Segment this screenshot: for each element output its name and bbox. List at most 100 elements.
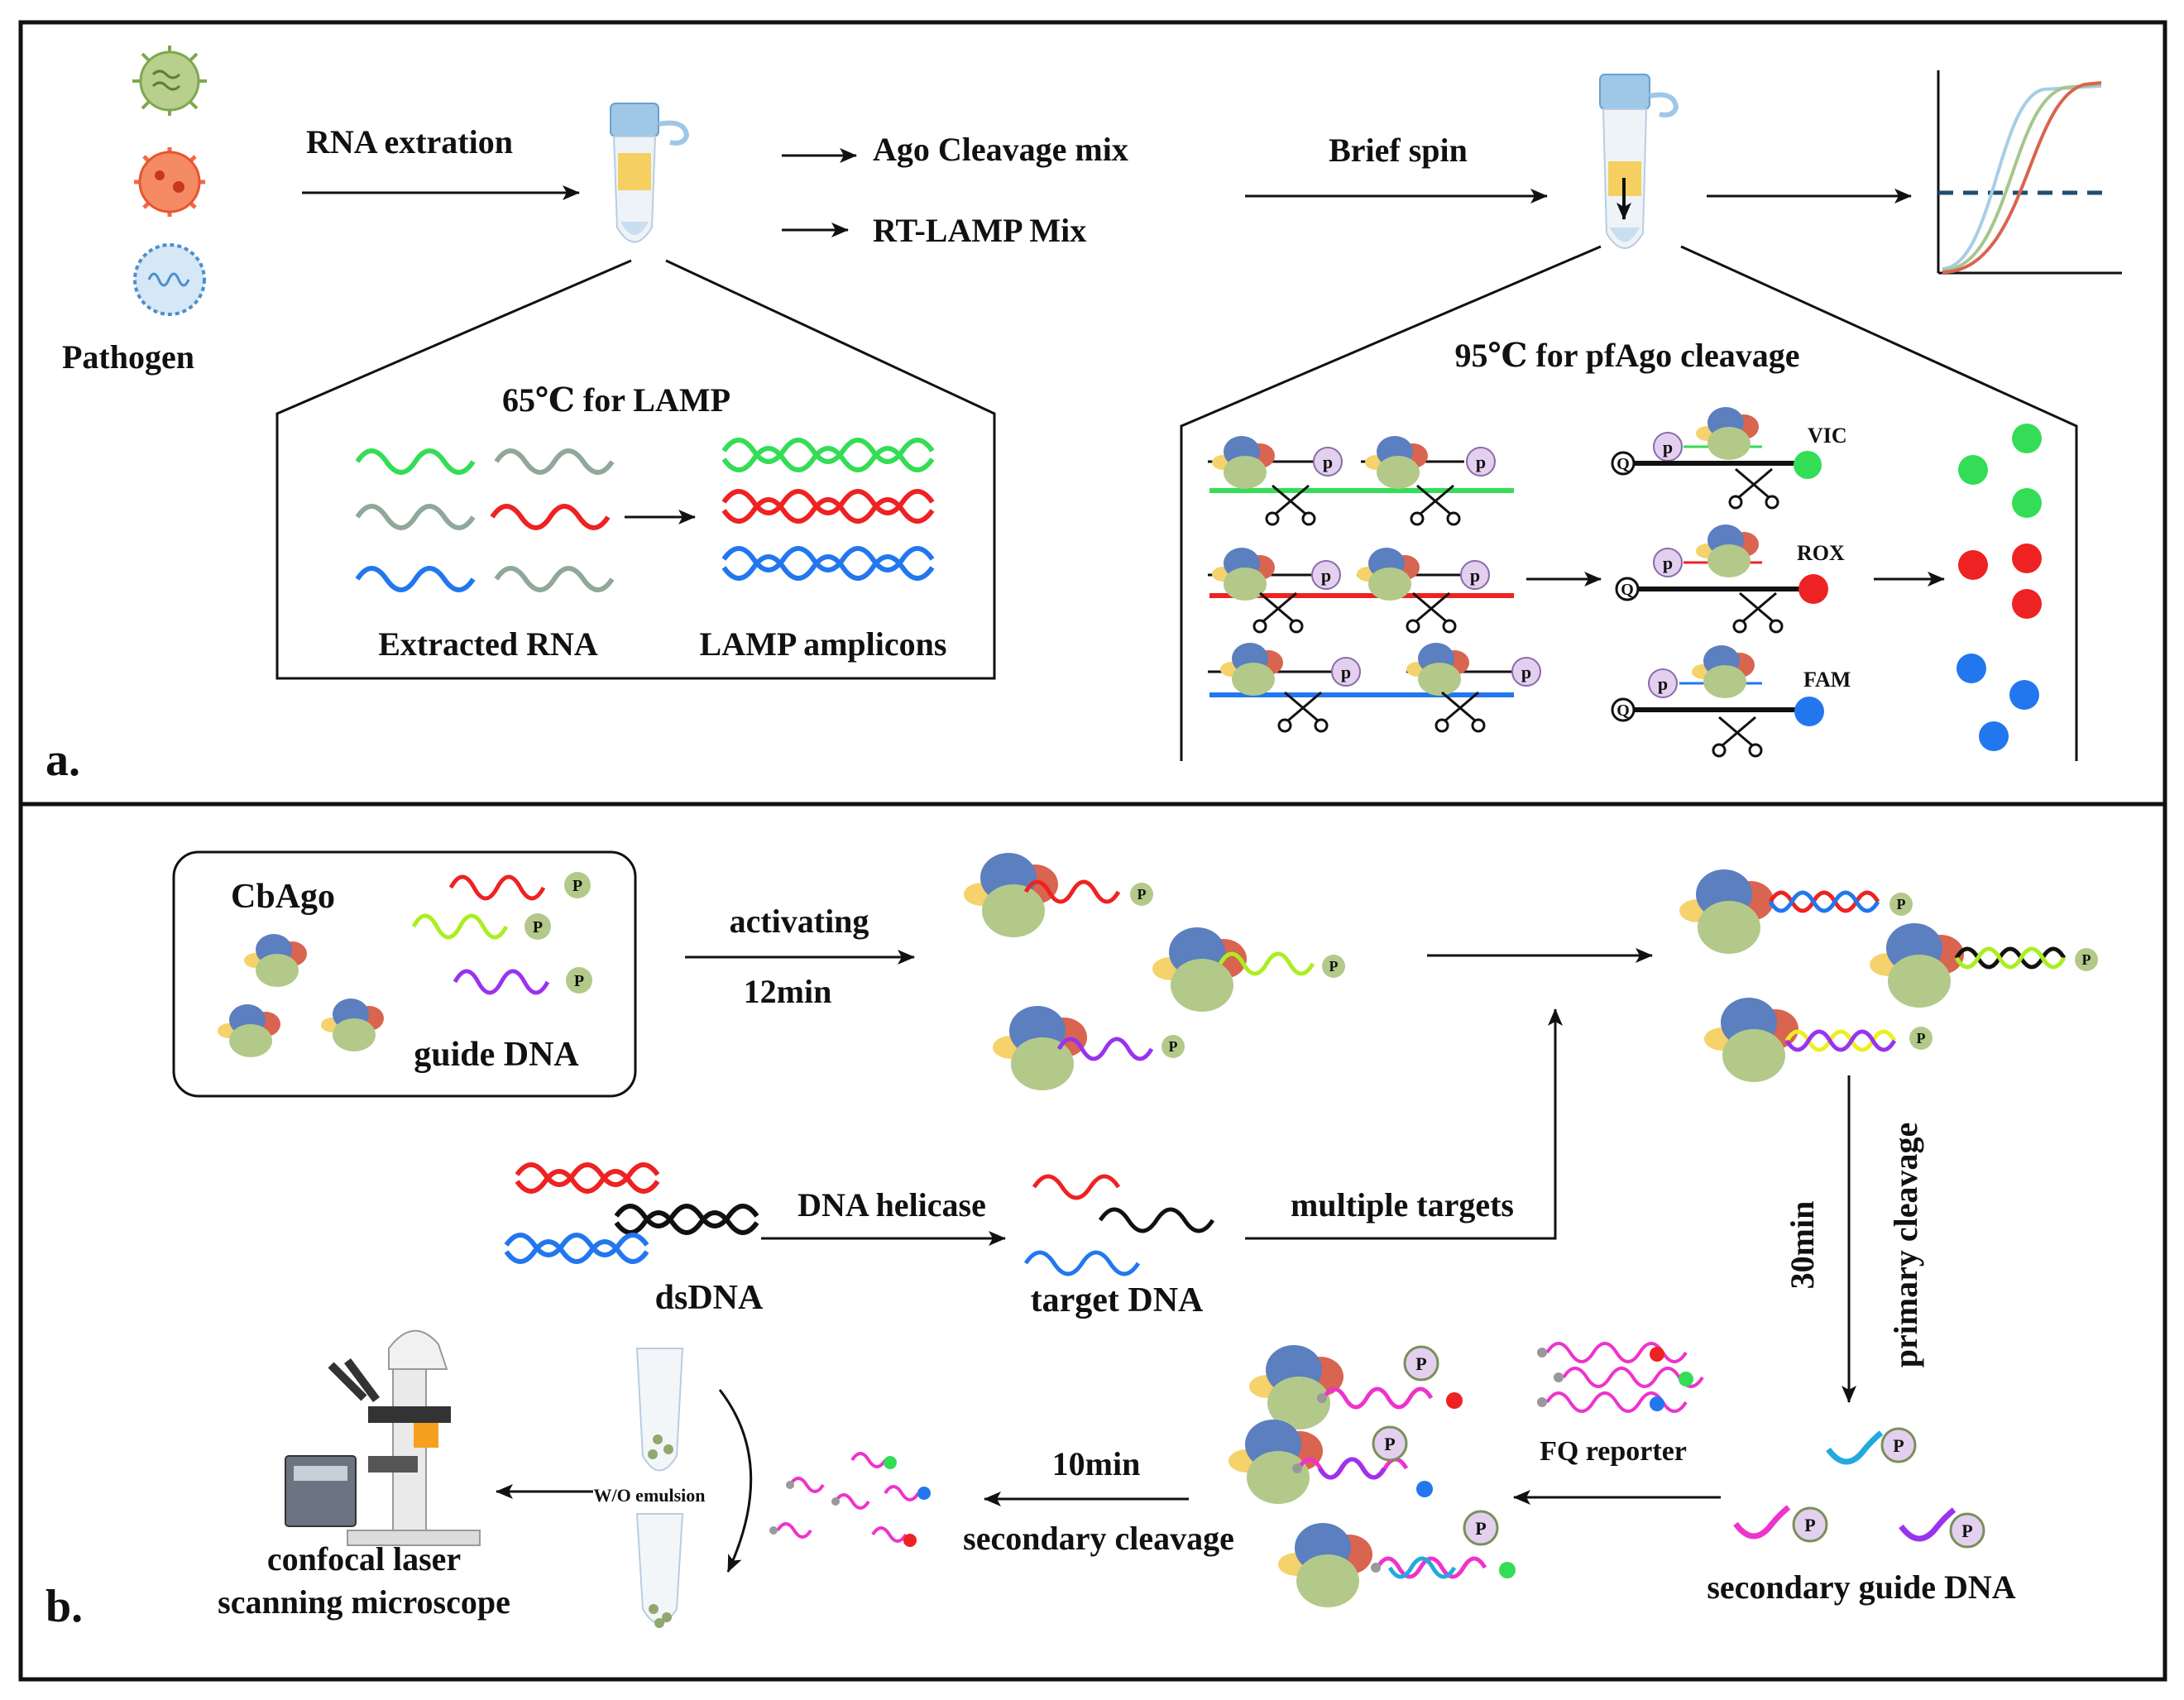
activating-label: activating [730, 903, 869, 940]
phosphate-icons [1311, 432, 1683, 698]
reaction-tube-1 [610, 103, 690, 243]
svg-text:Q: Q [1616, 455, 1630, 473]
helicase-label: DNA helicase [797, 1186, 986, 1224]
svg-text:p: p [1341, 662, 1351, 682]
activated-complex-red: P [964, 853, 1153, 937]
secondary-guide-dna: P P P [1733, 1427, 1985, 1549]
svg-text:p: p [1470, 565, 1480, 586]
emulsion-tube-bottom [635, 1513, 684, 1628]
svg-text:P: P [574, 972, 584, 990]
rtlamp-mix-label: RT-LAMP Mix [873, 212, 1086, 249]
secondary-guide-label: secondary guide DNA [1707, 1568, 2015, 1606]
pfago-title: 95℃ for pfAgo cleavage [1454, 337, 1799, 374]
svg-text:P: P [1138, 886, 1147, 903]
fq-reporter-probes [1537, 1342, 1704, 1413]
multiple-targets-arrow [1245, 1008, 1563, 1240]
panel-b-letter: b. [46, 1581, 83, 1632]
microscope-icon [285, 1329, 481, 1546]
activation-time-label: 12min [744, 973, 832, 1010]
bound-complex-black-lime: P [1870, 923, 2098, 1008]
activated-complex-purple: P [993, 1006, 1185, 1090]
multiple-targets-label: multiple targets [1291, 1186, 1514, 1224]
quencher-letters: Q Q Q [1616, 455, 1634, 720]
extracted-rna-label: Extracted RNA [378, 625, 598, 663]
fam-probe [1611, 645, 1824, 758]
svg-text:p: p [1663, 437, 1673, 457]
secondary-time-label: 10min [1052, 1445, 1141, 1482]
lamp-title: 65℃ for LAMP [502, 381, 730, 419]
emulsion-curve-arrow [718, 1389, 753, 1573]
vic-probe [1611, 407, 1822, 510]
svg-text:P: P [1169, 1038, 1178, 1055]
svg-text:P: P [1893, 1435, 1904, 1456]
dye-label-fam: FAM [1803, 668, 1851, 692]
svg-text:p: p [1663, 553, 1673, 573]
dsdna-strands [504, 1162, 759, 1264]
secondary-complex-1: P [1249, 1345, 1463, 1429]
target-dna-label: target DNA [1031, 1281, 1204, 1319]
amplification-curve-plot [1937, 70, 2122, 275]
cbago-label: CbAgo [231, 878, 335, 916]
secondary-complex-2: P [1228, 1420, 1433, 1504]
dsdna-label: dsDNA [655, 1279, 764, 1317]
pfago-green-row [1208, 436, 1514, 526]
lamp-amplicon-strands [721, 438, 935, 581]
svg-text:p: p [1521, 662, 1531, 682]
secondary-cleavage-label: secondary cleavage [963, 1520, 1234, 1557]
rna-extraction-label: RNA extration [306, 123, 513, 160]
guide-phosphate-letters: P P P [533, 877, 584, 990]
emulsion-tube-top [635, 1348, 684, 1472]
svg-text:P: P [1917, 1030, 1926, 1046]
pfago-red-row [1208, 548, 1514, 634]
dye-label-vic: VIC [1808, 424, 1847, 448]
panel-a-letter: a. [46, 735, 80, 786]
guide-dna-label: guide DNA [414, 1036, 579, 1074]
primary-cleavage-label: primary cleavage [1887, 1123, 1924, 1368]
svg-text:P: P [1804, 1515, 1815, 1535]
svg-text:Q: Q [1621, 581, 1634, 599]
virus-icon-blue [133, 243, 206, 316]
phosphate-letters: p p p p p p p p p [1321, 437, 1673, 694]
ago-mix-label: Ago Cleavage mix [873, 131, 1128, 168]
virus-icon-green [132, 45, 207, 116]
lamp-callout-box [275, 259, 996, 680]
pfago-blue-row [1208, 643, 1530, 733]
svg-text:p: p [1658, 673, 1668, 694]
microscope-label-line1: confocal laser [267, 1540, 461, 1578]
guide-phosphate-icons [524, 872, 592, 994]
panel-b-frame [18, 802, 2167, 1682]
lamp-amplicons-label: LAMP amplicons [700, 625, 947, 663]
target-dna-strands [1023, 1174, 1215, 1276]
virus-icon-red [134, 147, 205, 217]
extracted-rna-strands [355, 448, 615, 592]
activated-complex-lime: P [1152, 927, 1345, 1012]
fluorescent-droplets [1956, 424, 2042, 751]
svg-text:p: p [1321, 565, 1331, 586]
primary-time-label: 30min [1784, 1201, 1821, 1290]
svg-text:P: P [1475, 1518, 1486, 1539]
bound-complex-yellow-purple: P [1704, 998, 1933, 1082]
svg-text:P: P [2082, 951, 2091, 968]
svg-text:P: P [533, 918, 543, 936]
svg-text:p: p [1476, 452, 1486, 472]
brief-spin-label: Brief spin [1329, 132, 1468, 169]
fq-reporter-label: FQ reporter [1540, 1436, 1687, 1467]
secondary-complex-3: P [1278, 1510, 1516, 1607]
microscope-label-line2: scanning microscope [218, 1583, 510, 1621]
svg-text:P: P [572, 877, 582, 895]
svg-text:P: P [1961, 1520, 1972, 1541]
guide-dna-strands [411, 874, 550, 995]
svg-text:Q: Q [1616, 702, 1630, 720]
dye-label-rox: ROX [1797, 541, 1845, 565]
svg-text:p: p [1323, 452, 1333, 472]
svg-text:P: P [1897, 896, 1906, 912]
cbago-proteins [218, 934, 384, 1057]
svg-text:P: P [1384, 1434, 1395, 1454]
bound-complex-red-blue: P [1679, 869, 1913, 954]
pfago-callout-box [1180, 245, 2078, 761]
pathogen-label: Pathogen [62, 338, 194, 376]
rox-probe [1615, 524, 1828, 634]
svg-text:P: P [1415, 1353, 1426, 1374]
reaction-tube-2 [1599, 74, 1679, 249]
